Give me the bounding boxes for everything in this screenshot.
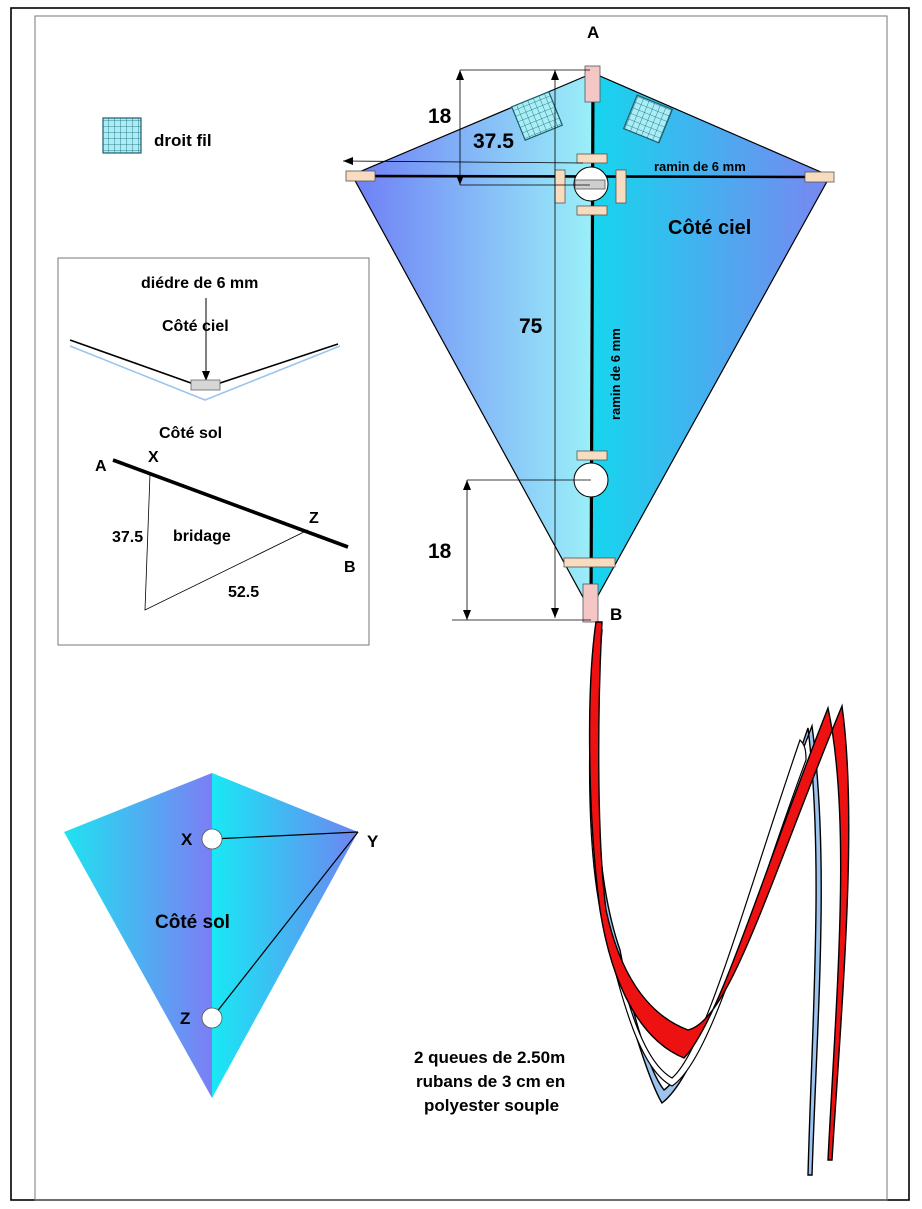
detail-point-a: A	[95, 458, 107, 475]
small-point-y: Y	[367, 832, 379, 851]
bottom-clamp	[563, 557, 616, 568]
bridle-triangle	[144, 473, 309, 611]
horizontal-spar-label: ramin de 6 mm	[654, 159, 746, 174]
grain-legend-icon	[102, 117, 142, 154]
main-kite: A B 18 37.5 75 18 ramin de 6 mm ramin de…	[342, 23, 835, 624]
grain-legend-label: droit fil	[154, 131, 212, 150]
detail-box-frame	[57, 257, 370, 646]
small-bridle-zy	[211, 831, 359, 1019]
tail-note-line2: rubans de 3 cm en	[416, 1072, 565, 1091]
cross-clamp-right	[615, 169, 627, 204]
small-bridle-xy	[211, 831, 359, 840]
point-a-label: A	[587, 23, 599, 42]
detail-box: diédre de 6 mm Côté ciel Côté sol A X Z …	[57, 257, 370, 646]
cross-clamp-left	[554, 169, 566, 204]
small-point-z: Z	[180, 1009, 190, 1028]
cross-connector	[574, 179, 606, 190]
detail-point-x: X	[148, 449, 159, 466]
kite-tails	[588, 621, 850, 1176]
small-point-x: X	[181, 830, 193, 849]
spar-tip-right	[804, 171, 835, 183]
dihedral-label: diédre de 6 mm	[141, 275, 258, 292]
tail-note-line1: 2 queues de 2.50m	[414, 1048, 565, 1067]
bridle-spar	[112, 458, 349, 549]
tail-note-line3: polyester souple	[424, 1096, 559, 1115]
small-kite-left-sail	[64, 773, 212, 1098]
small-kite-right-sail	[212, 773, 358, 1098]
dimension-lines	[342, 69, 591, 621]
small-hole-x	[201, 828, 223, 850]
bridle-label: bridage	[173, 528, 231, 545]
small-kite: X Y Z Côté sol	[64, 773, 379, 1098]
small-hole-z	[201, 1007, 223, 1029]
end-cap-top	[584, 65, 601, 103]
dim-37-5: 37.5	[473, 130, 514, 153]
grain-patch-left	[510, 91, 564, 141]
main-kite-right-sail	[590, 73, 830, 610]
dim-top-18: 18	[428, 105, 452, 128]
dihedral-arrowhead	[202, 371, 210, 381]
cross-clamp-top	[576, 153, 608, 164]
dimension-arrowheads	[343, 70, 559, 620]
grain-legend: droit fil	[102, 117, 212, 154]
lower-clamp	[576, 450, 608, 461]
detail-point-z: Z	[309, 510, 319, 527]
main-kite-left-sail	[352, 73, 593, 610]
dihedral-shadow-line	[69, 345, 341, 401]
vertical-spar-label: ramin de 6 mm	[608, 328, 623, 420]
spar-tip-left	[345, 170, 376, 182]
bridle-dim-52-5: 52.5	[228, 584, 259, 601]
grain-patch-right	[622, 94, 674, 144]
point-b-label: B	[610, 605, 622, 624]
detail-sky-side-label: Côté ciel	[162, 318, 229, 335]
tail-ribbon-red	[588, 621, 850, 1161]
small-ground-side-label: Côté sol	[155, 912, 230, 933]
bridle-dim-37-5: 37.5	[112, 529, 143, 546]
page-inner-border	[34, 15, 888, 1201]
dim-75: 75	[519, 315, 543, 338]
end-cap-bottom	[582, 583, 599, 623]
tail-ribbon-blue	[589, 629, 822, 1176]
dim-bottom-18: 18	[428, 540, 452, 563]
tail-note: 2 queues de 2.50m rubans de 3 cm en poly…	[414, 1048, 565, 1115]
detail-point-b: B	[344, 559, 356, 576]
cross-clamp-bottom	[576, 205, 608, 216]
detail-ground-side-label: Côté sol	[159, 425, 222, 442]
dihedral-connector	[190, 379, 221, 391]
sky-side-label: Côté ciel	[668, 217, 751, 239]
